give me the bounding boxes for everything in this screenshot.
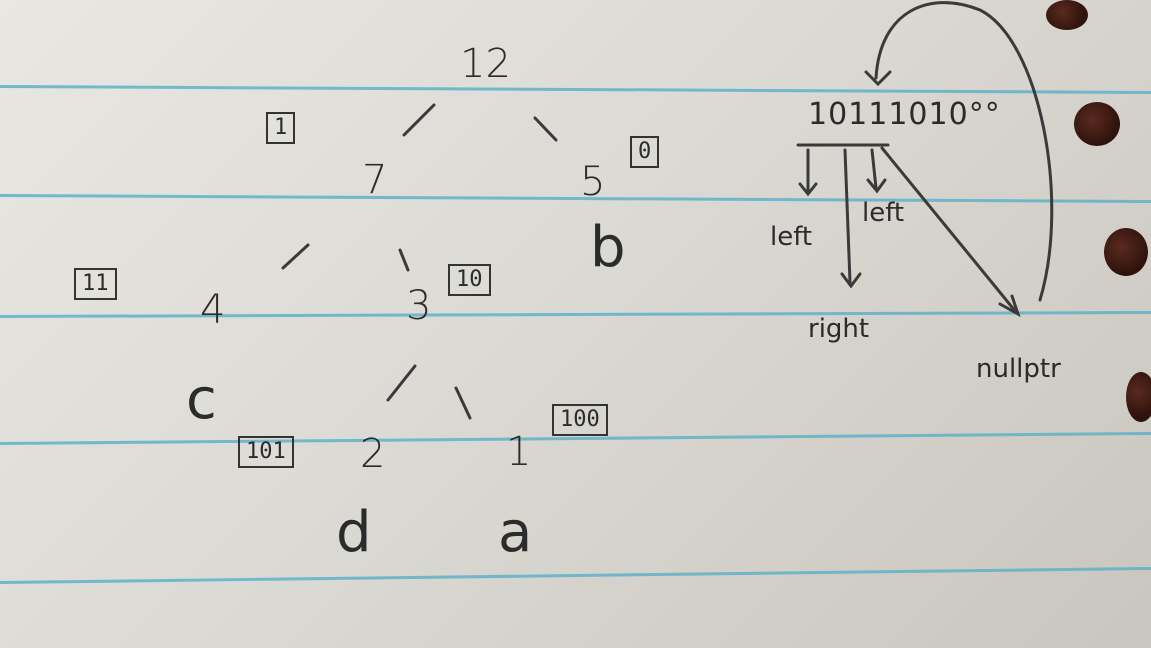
node-weight-2: 2 bbox=[360, 431, 386, 477]
leaf-b: b bbox=[590, 215, 626, 280]
node-weight-4: 4 bbox=[200, 287, 226, 333]
code-box-7: 1 bbox=[266, 112, 296, 145]
loop-arrow bbox=[874, 1, 1054, 302]
arrow-head bbox=[864, 70, 892, 87]
arrow-nullptr bbox=[880, 146, 1018, 314]
leaf-a: a bbox=[498, 500, 533, 565]
code-box-4: 11 bbox=[74, 268, 117, 301]
tree-edge bbox=[402, 103, 436, 137]
leaf-c: c bbox=[186, 367, 217, 432]
label-nullptr: nullptr bbox=[976, 354, 1061, 384]
code-box-1: 100 bbox=[552, 404, 608, 437]
arrow-head bbox=[798, 182, 818, 197]
leaf-d: d bbox=[336, 500, 372, 565]
tree-edge bbox=[533, 116, 558, 142]
tree-edge bbox=[281, 243, 310, 270]
arrow-head bbox=[998, 294, 1021, 318]
code-box-3: 10 bbox=[448, 264, 491, 297]
node-weight-5: 5 bbox=[580, 159, 606, 205]
node-weight-3: 3 bbox=[406, 283, 432, 329]
label-left-2: left bbox=[862, 198, 905, 228]
label-right: right bbox=[808, 314, 870, 344]
arrow-head bbox=[840, 272, 862, 289]
code-box-5: 0 bbox=[630, 136, 660, 169]
arrow-head bbox=[866, 178, 887, 194]
binder-hole bbox=[1126, 372, 1151, 422]
binder-hole bbox=[1104, 228, 1148, 276]
binder-hole bbox=[1046, 0, 1088, 30]
arrow-left-2 bbox=[870, 148, 878, 190]
tree-edge bbox=[454, 386, 472, 420]
binder-hole bbox=[1074, 102, 1120, 146]
node-weight-1: 1 bbox=[506, 429, 532, 475]
node-weight-7: 7 bbox=[362, 157, 388, 203]
label-left-1: left bbox=[770, 222, 813, 252]
root-weight: 12 bbox=[460, 41, 511, 87]
arrow-right bbox=[843, 148, 852, 284]
tree-edge bbox=[386, 364, 417, 402]
tree-edge bbox=[398, 248, 410, 272]
code-box-2: 101 bbox=[238, 436, 294, 469]
bitstream-bits: 10111010°° bbox=[808, 97, 1001, 132]
